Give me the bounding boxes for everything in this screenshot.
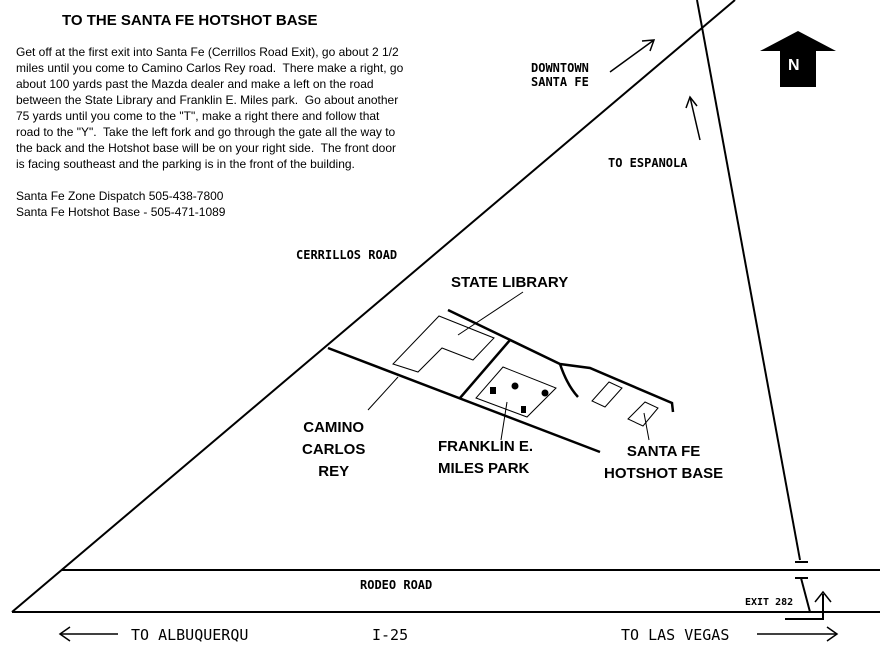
directions-line: is facing southeast and the parking is i… (16, 157, 355, 171)
north-arrow-icon (760, 31, 836, 87)
hotshot-label: SANTA FE HOTSHOT BASE (604, 441, 723, 485)
label-line: SANTA FE (626, 443, 701, 460)
directions-line: about 100 yards past the Mazda dealer an… (16, 77, 374, 91)
espanola-label: TO ESPANOLA (608, 156, 688, 170)
library-road (447, 308, 675, 413)
park-label: FRANKLIN E. MILES PARK (438, 436, 533, 480)
park-outline (475, 366, 557, 418)
downtown-label: DOWNTOWN SANTA FE (531, 61, 589, 89)
cerrillos-road (11, 0, 736, 613)
label-line: CAMINO (303, 419, 365, 436)
camino-leader (367, 376, 399, 411)
park-leader (500, 401, 508, 441)
directions-text: Get off at the first exit into Santa Fe … (16, 44, 403, 172)
label-line: SANTA FE (531, 75, 589, 89)
fork-road (558, 363, 579, 398)
east-arrowhead (826, 626, 839, 642)
label-line: HOTSHOT BASE (604, 465, 724, 482)
exit-arrow (785, 594, 824, 620)
hotshot-base-building (627, 401, 659, 427)
espanola-arrow (689, 96, 701, 141)
directions-line: road to the "Y". Take the left fork and … (16, 125, 396, 139)
library-leader (457, 291, 524, 336)
cerrillos-label: CERRILLOS ROAD (296, 248, 398, 262)
albuquerque-label: TO ALBUQUERQU (131, 626, 249, 644)
hotshot-leader (643, 412, 650, 441)
camino-label: CAMINO CARLOS REY (302, 417, 365, 483)
i25-label: I-25 (372, 626, 409, 644)
building (591, 381, 623, 408)
espanola-arrowhead (685, 95, 698, 109)
connector-road (459, 339, 511, 399)
dispatch-phone: Santa Fe Zone Dispatch 505-438-7800 (16, 189, 224, 203)
state-library-building (392, 315, 495, 373)
west-arrowhead (58, 626, 71, 642)
downtown-arrow (609, 39, 655, 73)
label-line: DOWNTOWN (531, 61, 589, 75)
north-label: N (788, 57, 800, 74)
exit-label: EXIT 282 (745, 597, 794, 608)
label-line: CARLOS (302, 441, 366, 458)
map-title: TO THE SANTA FE HOTSHOT BASE (62, 12, 318, 29)
exit-ramp (800, 577, 811, 613)
downtown-arrowhead (641, 39, 656, 52)
exit-arrowhead (814, 590, 832, 603)
label-line: REY (318, 463, 350, 480)
park-symbols (490, 382, 549, 413)
rodeo-label: RODEO ROAD (360, 578, 433, 592)
i25-north-road (696, 0, 801, 561)
phone-numbers: Santa Fe Zone Dispatch 505-438-7800 Sant… (16, 188, 225, 220)
directions-line: between the State Library and Franklin E… (16, 93, 399, 107)
directions-line: Get off at the first exit into Santa Fe … (16, 45, 399, 59)
label-line: FRANKLIN E. (438, 438, 533, 455)
directions-line: 75 yards until you come to the "T", make… (16, 109, 380, 123)
directions-line: miles until you come to Camino Carlos Re… (16, 61, 404, 75)
label-line: MILES PARK (438, 460, 530, 477)
state-library-label: STATE LIBRARY (451, 274, 569, 291)
camino-carlos-rey-road (327, 346, 601, 454)
hotshot-phone: Santa Fe Hotshot Base - 505-471-1089 (16, 205, 226, 219)
las-vegas-label: TO LAS VEGAS (621, 626, 730, 644)
directions-line: the back and the Hotshot base will be on… (16, 141, 397, 155)
